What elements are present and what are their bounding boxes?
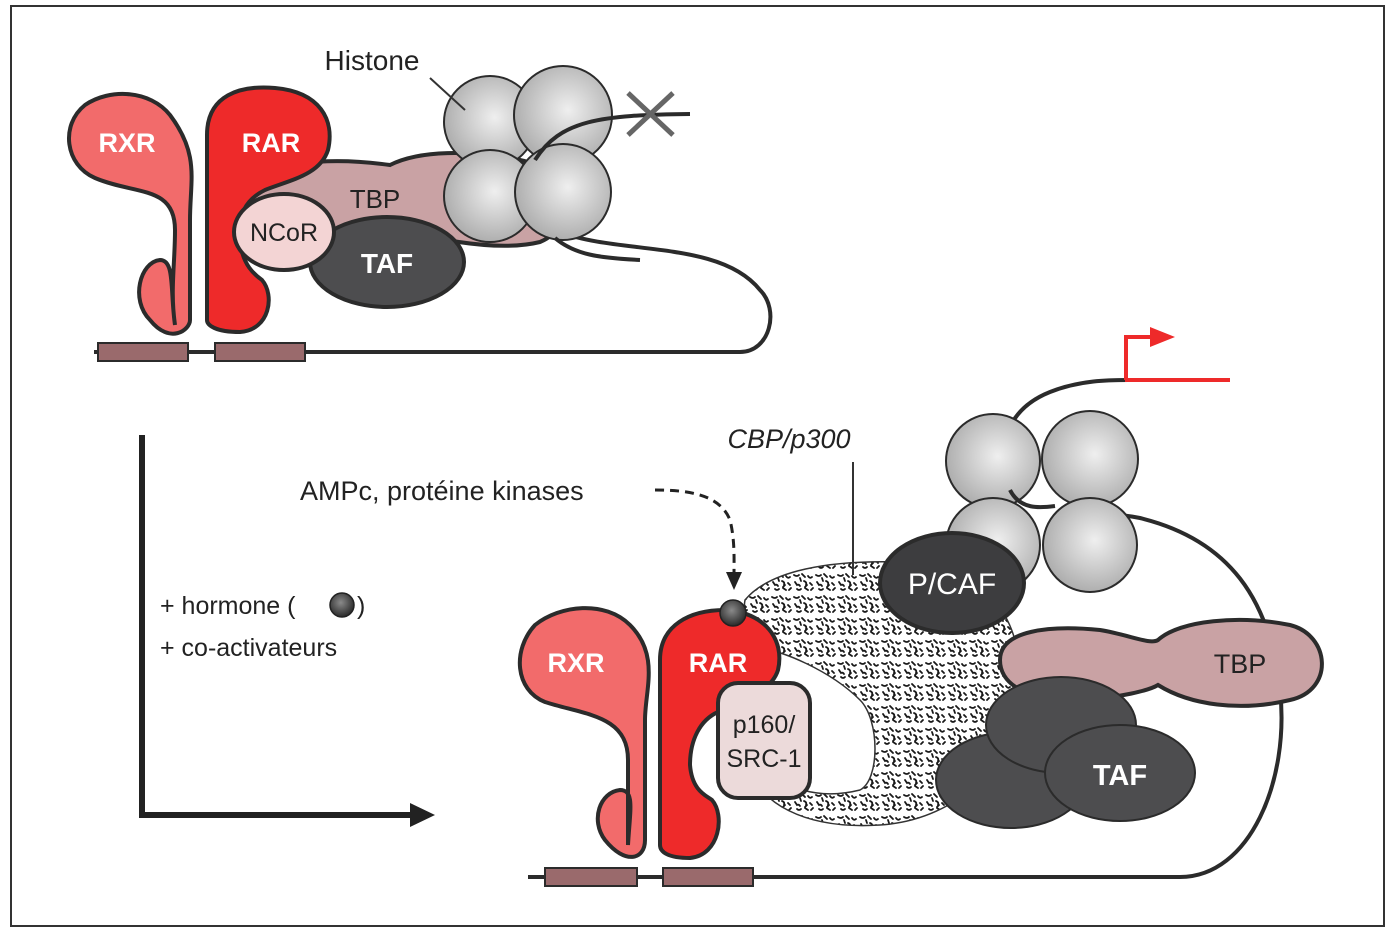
ncor-label: NCoR bbox=[250, 219, 318, 247]
pcaf-label: P/CAF bbox=[908, 568, 996, 601]
rxr-label: RXR bbox=[98, 128, 155, 158]
pcaf-complex bbox=[878, 531, 1026, 635]
rxr-label: RXR bbox=[547, 648, 604, 678]
histone bbox=[1041, 410, 1139, 508]
p160-label-line2: SRC-1 bbox=[726, 745, 801, 773]
histone bbox=[1042, 497, 1138, 593]
response-element-box bbox=[662, 867, 754, 887]
ncor-corepressor bbox=[232, 192, 336, 272]
p160-label-line1: p160/ bbox=[733, 711, 796, 739]
histone-octamer bbox=[443, 65, 691, 262]
cbp-label: CBP/p300 bbox=[727, 424, 850, 454]
kinase-label: AMPc, protéine kinases bbox=[300, 476, 584, 506]
histone-pointer-line bbox=[429, 77, 466, 111]
histone bbox=[514, 143, 612, 241]
arrow-down-icon bbox=[726, 572, 742, 590]
tbp-label: TBP bbox=[1214, 649, 1267, 679]
cross-icon bbox=[626, 91, 675, 137]
hormone-condition-text: + hormone ( bbox=[160, 592, 296, 620]
tbp-label: TBP bbox=[350, 184, 401, 214]
arrow-right-icon bbox=[1124, 327, 1230, 382]
taf-complex bbox=[1044, 724, 1196, 822]
dna-strand bbox=[533, 112, 691, 162]
rar-label: RAR bbox=[242, 128, 301, 158]
taf-label: TAF bbox=[361, 248, 413, 279]
histone bbox=[945, 413, 1041, 509]
dna-strand bbox=[553, 236, 641, 262]
rar-label: RAR bbox=[689, 648, 748, 678]
histone-label: Histone bbox=[325, 45, 420, 76]
rar-receptor bbox=[205, 85, 332, 335]
hormone-icon bbox=[329, 592, 355, 618]
top-panel: TBP TAF Histone RXR RAR NCoR bbox=[67, 45, 773, 362]
transition-arrow bbox=[139, 435, 435, 827]
figure-frame bbox=[10, 5, 1385, 927]
response-element-box bbox=[97, 342, 189, 362]
p160-src1-coactivator bbox=[716, 681, 812, 800]
response-element-box bbox=[214, 342, 306, 362]
rxr-receptor bbox=[517, 606, 651, 859]
coactivator-condition-text: + co-activateurs bbox=[160, 634, 337, 662]
hormone-icon bbox=[719, 599, 747, 627]
bottom-panel: CBP/p300 P/CAF TBP TAF RXR RAR p160/ bbox=[300, 327, 1324, 887]
histone-octamer bbox=[945, 410, 1139, 593]
hormone-condition-close: ) bbox=[357, 592, 365, 620]
response-element-box bbox=[544, 867, 638, 887]
taf-label: TAF bbox=[1093, 760, 1147, 792]
kinase-dashed-arrow bbox=[654, 488, 736, 576]
rxr-receptor bbox=[67, 91, 194, 336]
